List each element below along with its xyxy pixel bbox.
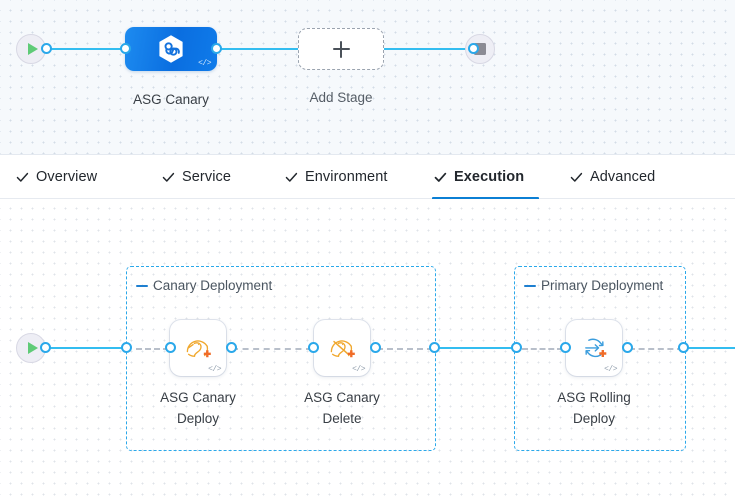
step-code-badge: </>	[208, 365, 221, 374]
connector-group2-entry	[522, 348, 563, 350]
port-execstart-out[interactable]	[40, 342, 51, 353]
check-icon	[434, 172, 447, 182]
add-stage-button[interactable]	[298, 28, 384, 70]
connector-delete-to-group1-exit	[377, 348, 433, 350]
port-delete-out[interactable]	[370, 342, 381, 353]
stage-config-tabbar: Overview Service Environment Execution	[0, 155, 735, 200]
port-stage-out[interactable]	[211, 43, 222, 54]
connector-addstage-to-end	[382, 48, 473, 50]
connector-group1-entry	[136, 348, 169, 350]
add-stage-label: Add Stage	[309, 90, 373, 105]
step-code-badge: </>	[604, 365, 617, 374]
harness-hexagon-infinity-icon	[157, 34, 185, 64]
port-start-out[interactable]	[41, 43, 52, 54]
asg-rolling-deploy-icon	[577, 331, 611, 365]
step-label-line2: Delete	[322, 411, 362, 426]
check-icon	[285, 172, 298, 182]
stage-label-asg-canary: ASG Canary	[133, 92, 209, 107]
group-title-primary-deployment[interactable]: Primary Deployment	[524, 278, 663, 293]
port-group2-in[interactable]	[511, 342, 522, 353]
group-title-canary-deployment[interactable]: Canary Deployment	[136, 278, 272, 293]
port-delete-in[interactable]	[308, 342, 319, 353]
tab-environment-label: Environment	[305, 169, 388, 185]
check-icon	[16, 172, 29, 182]
step-node-asg-canary-delete[interactable]: </>	[314, 320, 370, 376]
plus-badge	[347, 350, 355, 358]
port-end-in[interactable]	[468, 43, 479, 54]
group-title-label: Canary Deployment	[153, 278, 273, 293]
tab-active-underline	[432, 197, 539, 200]
step-label-line2: Deploy	[572, 411, 616, 426]
play-icon	[27, 43, 38, 55]
tab-environment[interactable]: Environment	[283, 155, 390, 199]
asg-canary-deploy-icon	[181, 331, 215, 365]
connector-group2-out	[687, 347, 735, 349]
step-label-line2: Deploy	[176, 411, 220, 426]
port-rolling-out[interactable]	[622, 342, 633, 353]
step-node-asg-rolling-deploy[interactable]: </>	[566, 320, 622, 376]
tab-service[interactable]: Service	[160, 155, 233, 199]
plus-badge	[203, 350, 211, 358]
port-group1-in[interactable]	[121, 342, 132, 353]
execution-graph-canvas[interactable]: Canary Deployment Primary Deployment	[0, 199, 735, 501]
play-icon	[27, 342, 38, 354]
port-group2-out[interactable]	[678, 342, 689, 353]
connector-stage-to-addstage	[216, 48, 306, 50]
check-icon	[570, 172, 583, 182]
step-label-line1: ASG Canary	[160, 390, 236, 405]
tab-advanced[interactable]: Advanced	[568, 155, 657, 199]
connector-execstart-to-group1	[44, 347, 130, 349]
step-label-line1: ASG Canary	[304, 390, 380, 405]
stage-code-badge: </>	[198, 59, 211, 68]
port-stage-in[interactable]	[120, 43, 131, 54]
connector-deploy-to-delete	[232, 348, 312, 350]
port-group1-out[interactable]	[429, 342, 440, 353]
group-title-label: Primary Deployment	[541, 278, 664, 293]
tab-execution-label: Execution	[454, 169, 525, 185]
group-canary-deployment[interactable]	[126, 266, 436, 451]
step-label-asg-canary-delete: ASG Canary Delete	[277, 387, 407, 429]
stage-node-asg-canary[interactable]: </>	[125, 27, 217, 71]
stage-graph-canvas[interactable]: </> ASG Canary Add Stage	[0, 0, 735, 155]
step-label-asg-canary-deploy: ASG Canary Deploy	[133, 387, 263, 429]
port-deploy-in[interactable]	[165, 342, 176, 353]
group-primary-deployment[interactable]	[514, 266, 686, 451]
plus-icon	[332, 40, 350, 58]
tab-execution[interactable]: Execution	[432, 155, 539, 200]
connector-group1-to-group2	[437, 347, 517, 349]
step-label-line1: ASG Rolling	[557, 390, 631, 405]
step-label-asg-rolling-deploy: ASG Rolling Deploy	[529, 387, 659, 429]
check-icon	[162, 172, 175, 182]
port-rolling-in[interactable]	[560, 342, 571, 353]
tab-overview[interactable]: Overview	[14, 155, 99, 199]
connector-start-to-stage	[46, 48, 130, 50]
collapse-bar-icon[interactable]	[136, 284, 148, 287]
step-node-asg-canary-deploy[interactable]: </>	[170, 320, 226, 376]
collapse-bar-icon[interactable]	[524, 284, 536, 287]
tab-service-label: Service	[182, 169, 232, 185]
tab-overview-label: Overview	[36, 169, 98, 185]
port-deploy-out[interactable]	[226, 342, 237, 353]
tab-advanced-label: Advanced	[590, 169, 656, 185]
asg-canary-delete-icon	[325, 331, 359, 365]
plus-badge	[599, 350, 607, 357]
step-code-badge: </>	[352, 365, 365, 374]
connector-rolling-to-group2-exit	[629, 348, 683, 350]
